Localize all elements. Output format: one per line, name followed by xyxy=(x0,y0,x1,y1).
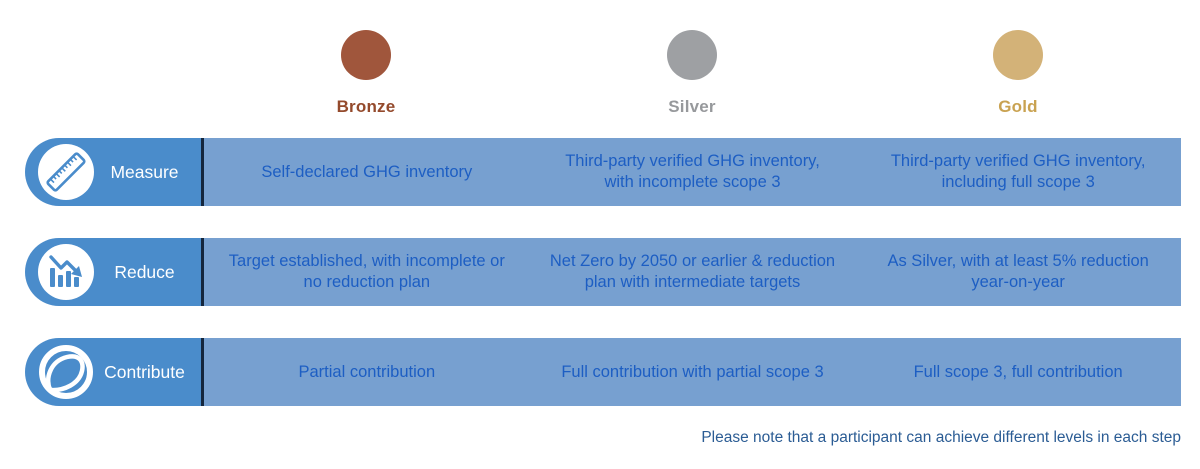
cell-reduce-bronze: Target established, with incomplete or n… xyxy=(228,252,505,291)
row-reduce-band: Target established, with incomplete or n… xyxy=(201,238,1181,306)
level-gold: Gold xyxy=(855,30,1181,117)
leaf-icon xyxy=(38,344,94,400)
level-bronze: Bronze xyxy=(203,30,529,117)
row-reduce: Reduce Target established, with incomple… xyxy=(25,238,1181,306)
cell-contribute-gold: Full scope 3, full contribution xyxy=(913,362,1123,381)
level-headers: Bronze Silver Gold xyxy=(203,30,1181,117)
level-silver: Silver xyxy=(529,30,855,117)
row-measure-band: Self-declared GHG inventory Third-party … xyxy=(201,138,1181,206)
cell-measure-silver: Third-party verified GHG inventory, with… xyxy=(565,152,820,191)
bronze-circle-icon xyxy=(341,30,391,80)
gold-circle-icon xyxy=(993,30,1043,80)
silver-label: Silver xyxy=(668,97,716,116)
row-contribute-header: Contribute xyxy=(25,338,201,406)
row-measure-header: Measure xyxy=(25,138,201,206)
cell-reduce-silver: Net Zero by 2050 or earlier & reduction … xyxy=(549,252,836,291)
row-contribute-band: Partial contribution Full contribution w… xyxy=(201,338,1181,406)
row-measure: Measure Self-declared GHG inventory Thir… xyxy=(25,138,1181,206)
row-contribute: Contribute Partial contribution Full con… xyxy=(25,338,1181,406)
silver-circle-icon xyxy=(667,30,717,80)
cell-contribute-silver: Full contribution with partial scope 3 xyxy=(561,362,824,381)
cell-contribute-bronze: Partial contribution xyxy=(298,362,436,381)
ruler-icon xyxy=(38,144,94,200)
bronze-label: Bronze xyxy=(336,97,396,116)
row-measure-label: Measure xyxy=(110,161,179,182)
row-reduce-header: Reduce xyxy=(25,238,201,306)
gold-label: Gold xyxy=(998,97,1038,116)
row-reduce-label: Reduce xyxy=(114,261,175,282)
declining-chart-icon xyxy=(38,244,94,300)
row-contribute-label: Contribute xyxy=(104,361,185,382)
footnote: Please note that a participant can achie… xyxy=(701,429,1181,446)
cell-measure-gold: Third-party verified GHG inventory, incl… xyxy=(890,152,1146,191)
cell-reduce-gold: As Silver, with at least 5% reduction ye… xyxy=(887,252,1149,291)
cell-measure-bronze: Self-declared GHG inventory xyxy=(261,162,473,181)
